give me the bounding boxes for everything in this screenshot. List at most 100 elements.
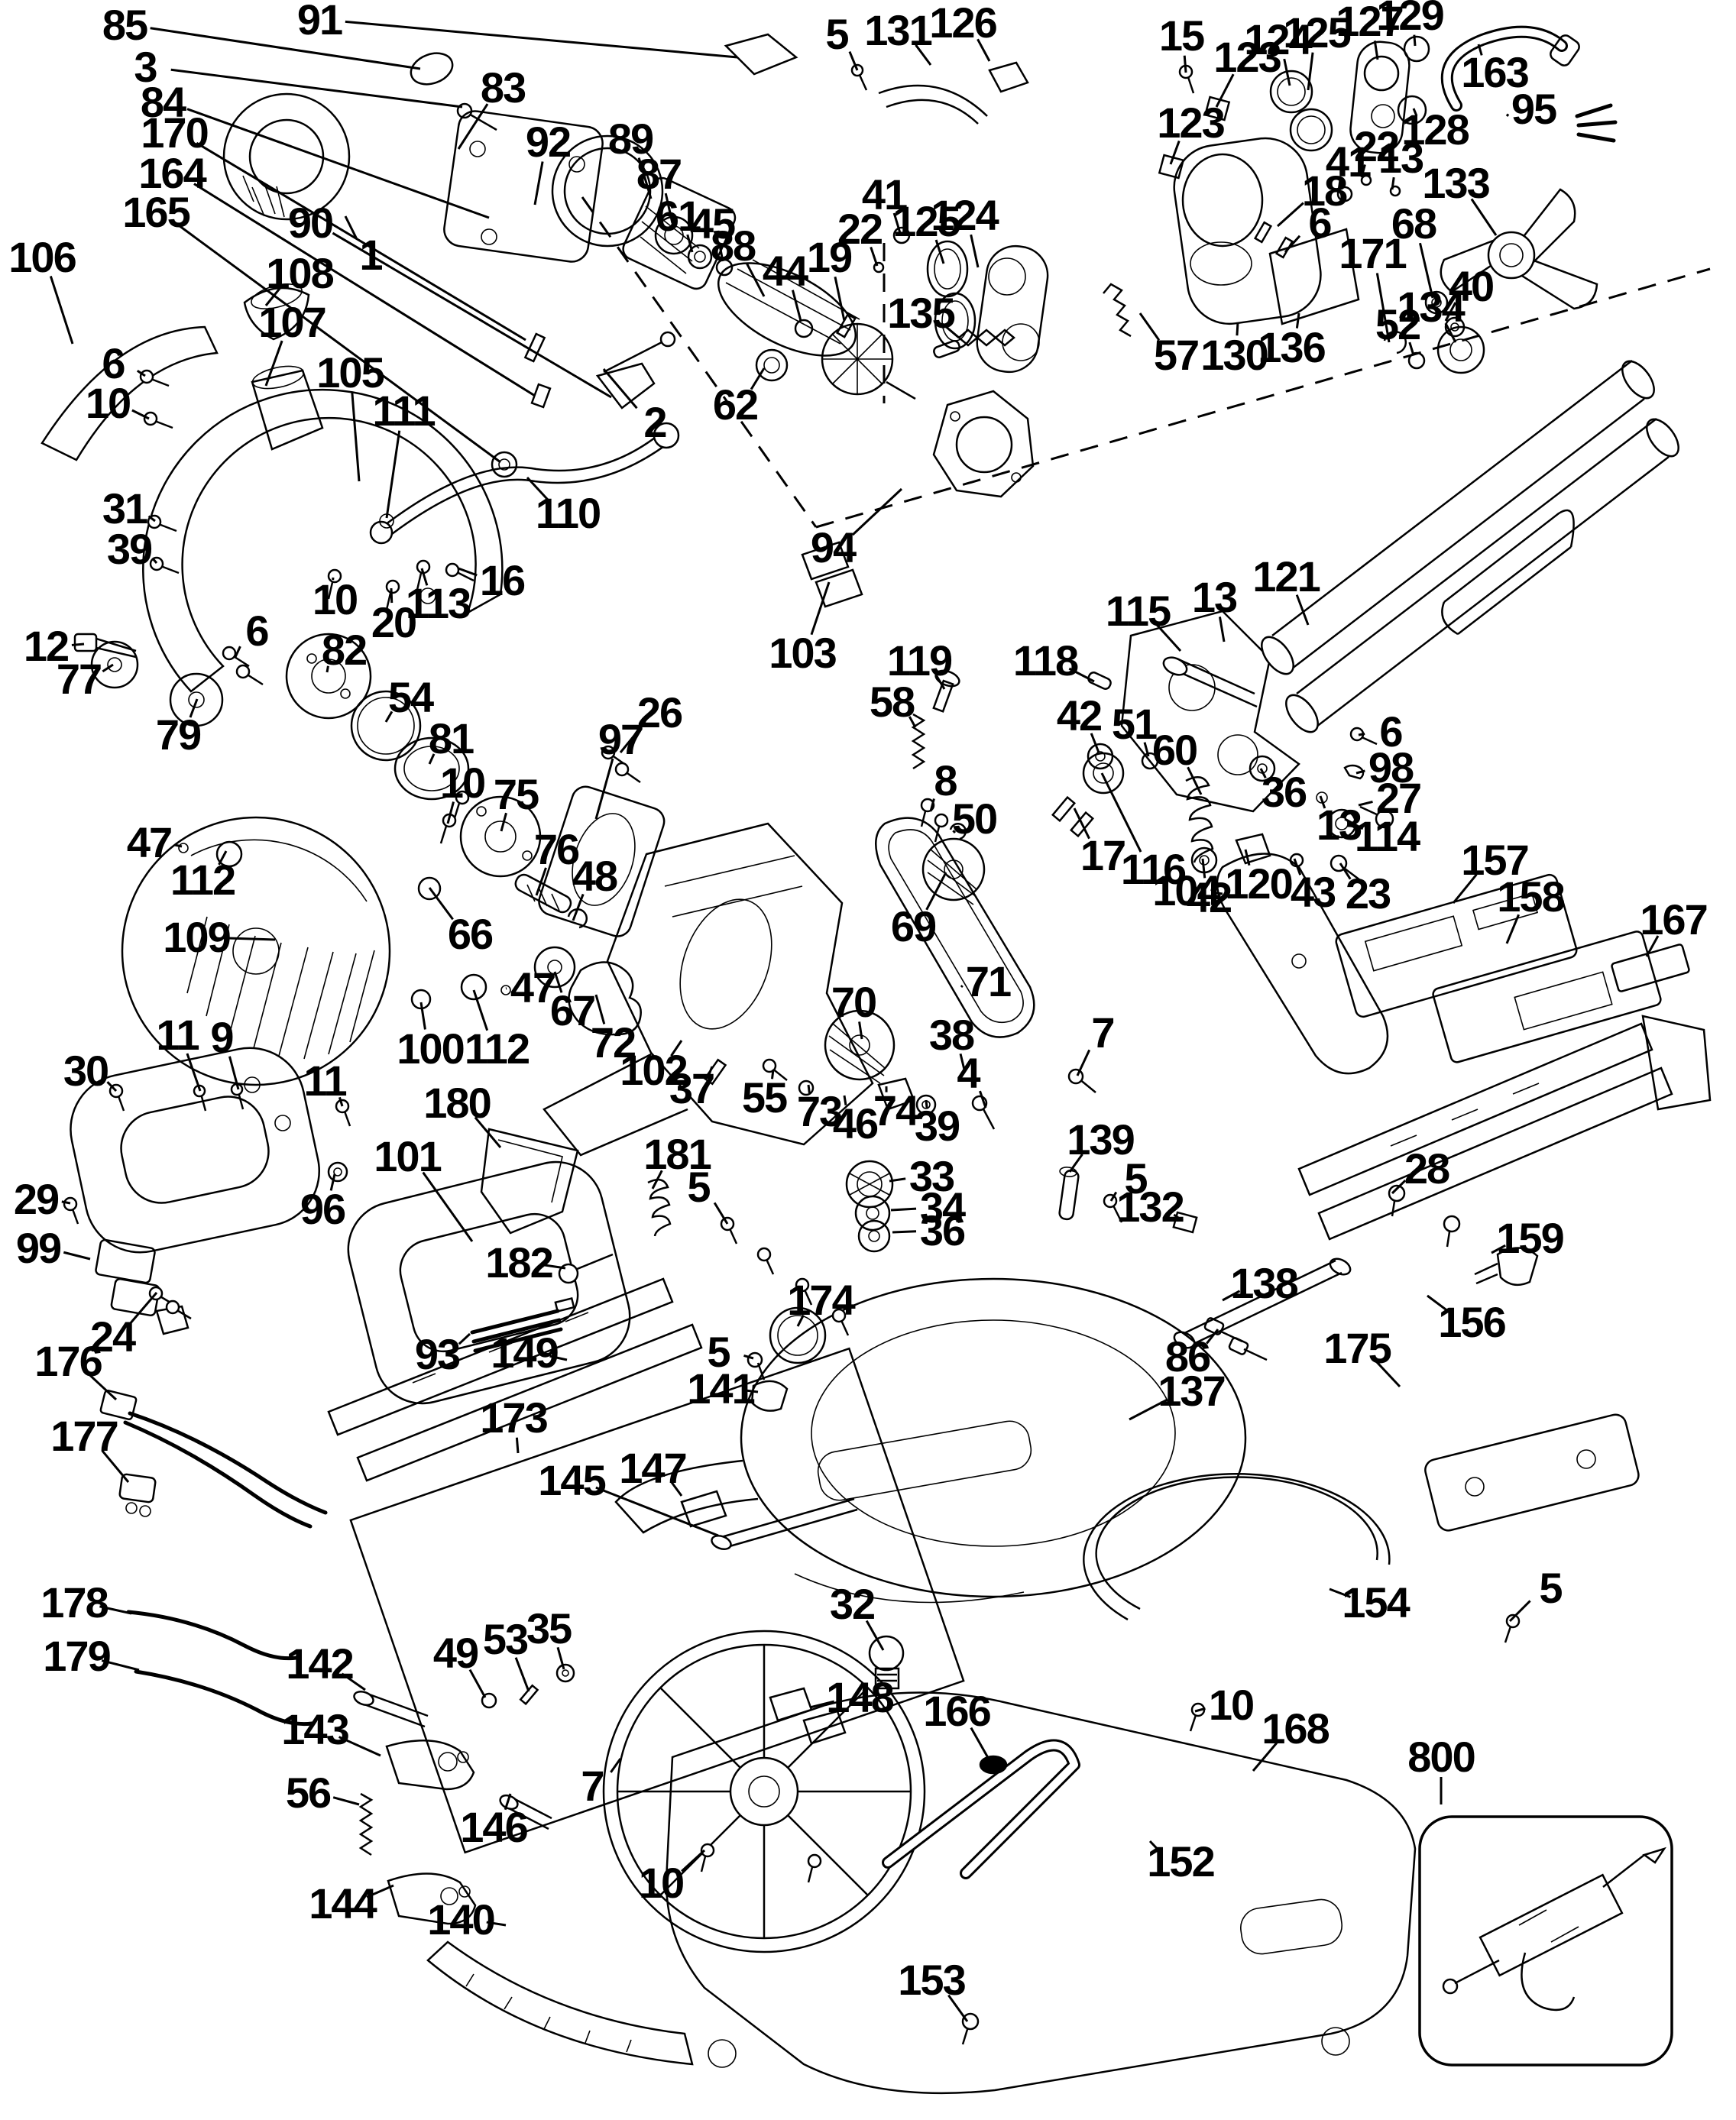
part-spring [647,1178,672,1237]
leader-95 [1505,113,1510,117]
callout-11: 11 [303,1057,347,1105]
callout-29: 29 [13,1175,60,1223]
part-knob [1474,1247,1539,1287]
callout-60: 60 [1151,726,1198,774]
leader-43 [1293,858,1302,876]
callout-92: 92 [525,118,572,166]
leader-79 [189,698,199,718]
part-bracket [595,362,656,409]
callout-73: 73 [796,1087,843,1135]
callout-138: 138 [1230,1259,1298,1307]
callout-19: 19 [806,233,853,281]
leader-42 [1201,858,1206,879]
leader-97 [594,758,614,820]
part-blade-flange [285,633,372,720]
callout-27: 27 [1375,774,1422,822]
callout-10: 10 [1208,1681,1255,1729]
part-baffle-plate [1268,228,1360,325]
leader-22 [870,246,879,267]
callout-144: 144 [309,1879,377,1927]
callout-4: 4 [957,1049,980,1097]
part-thumb-screws [1203,1317,1268,1361]
callout-124: 124 [1244,15,1312,63]
leader-47 [174,843,183,848]
callout-107: 107 [258,298,326,346]
callout-39: 39 [914,1102,960,1150]
callout-153: 153 [898,1956,966,2004]
callout-62: 62 [712,380,759,429]
callout-129: 129 [1376,0,1444,39]
callout-88: 88 [710,222,756,270]
leader-30 [106,1081,118,1092]
leader-31 [147,515,156,523]
callout-136: 136 [1258,323,1326,371]
leader-115 [1155,623,1182,652]
callout-83: 83 [480,63,526,112]
part-screw [467,112,497,131]
leader-168 [1252,1742,1278,1772]
leader-136 [1295,312,1300,329]
callout-125: 125 [1283,8,1351,57]
leader-126 [976,38,991,62]
callout-159: 159 [1496,1214,1564,1262]
leader-36 [1259,768,1267,779]
callout-112: 112 [464,1024,530,1073]
callout-5: 5 [825,10,849,58]
leader-127 [1373,40,1379,60]
callout-93: 93 [414,1330,461,1378]
leader-113 [420,568,429,586]
callout-94: 94 [810,523,857,571]
leader-76 [535,867,547,896]
callout-18: 18 [1301,167,1348,215]
leader-143 [338,1736,381,1757]
callout-147: 147 [619,1444,687,1492]
leader-134 [1444,322,1457,343]
callout-11: 11 [156,1011,199,1059]
part-top-handle [70,1047,321,1254]
leader-66 [428,887,454,921]
leader-181 [651,1170,663,1189]
dashed-line [815,267,1711,529]
callout-16: 16 [479,556,526,604]
leader-10 [131,409,150,420]
leader-158 [1505,914,1520,944]
leader-35 [556,1646,565,1670]
leader-156 [1427,1294,1450,1313]
callout-42: 42 [1056,691,1103,740]
leader-139 [1068,1153,1083,1173]
leader-137 [1129,1398,1168,1421]
callout-48: 48 [572,852,618,900]
callout-163: 163 [1461,48,1529,96]
leader-10 [1194,1707,1206,1713]
part-bearing [654,215,694,255]
leader-61 [686,234,694,253]
part-clip [1343,764,1365,780]
part-blade-guard [142,388,504,693]
part-dust-chute [251,369,324,451]
leader-164 [193,183,536,397]
callout-58: 58 [869,678,915,726]
callout-5: 5 [1539,1564,1563,1612]
callout-177: 177 [50,1412,118,1460]
callout-13: 13 [1378,134,1424,182]
leader-98 [1355,769,1365,775]
callout-71: 71 [965,957,1012,1005]
leader-103 [810,581,831,636]
part-lock-lever [385,1740,475,1791]
leader-102 [670,1040,683,1057]
leader-89 [637,157,653,199]
part-pin [361,1691,429,1728]
callout-5: 5 [687,1163,711,1211]
leader-173 [515,1437,520,1454]
callout-114: 114 [1354,812,1420,860]
leader-174 [796,1314,805,1327]
part-wedge [801,541,850,581]
leader-146 [504,1793,512,1811]
leader-22 [1360,164,1366,178]
leader-60 [1187,766,1203,795]
part-belt-cover [1216,853,1389,1075]
leader-152 [1148,1840,1160,1852]
leader-165 [176,223,501,464]
leader-148 [809,1700,835,1709]
callout-173: 173 [480,1393,548,1442]
